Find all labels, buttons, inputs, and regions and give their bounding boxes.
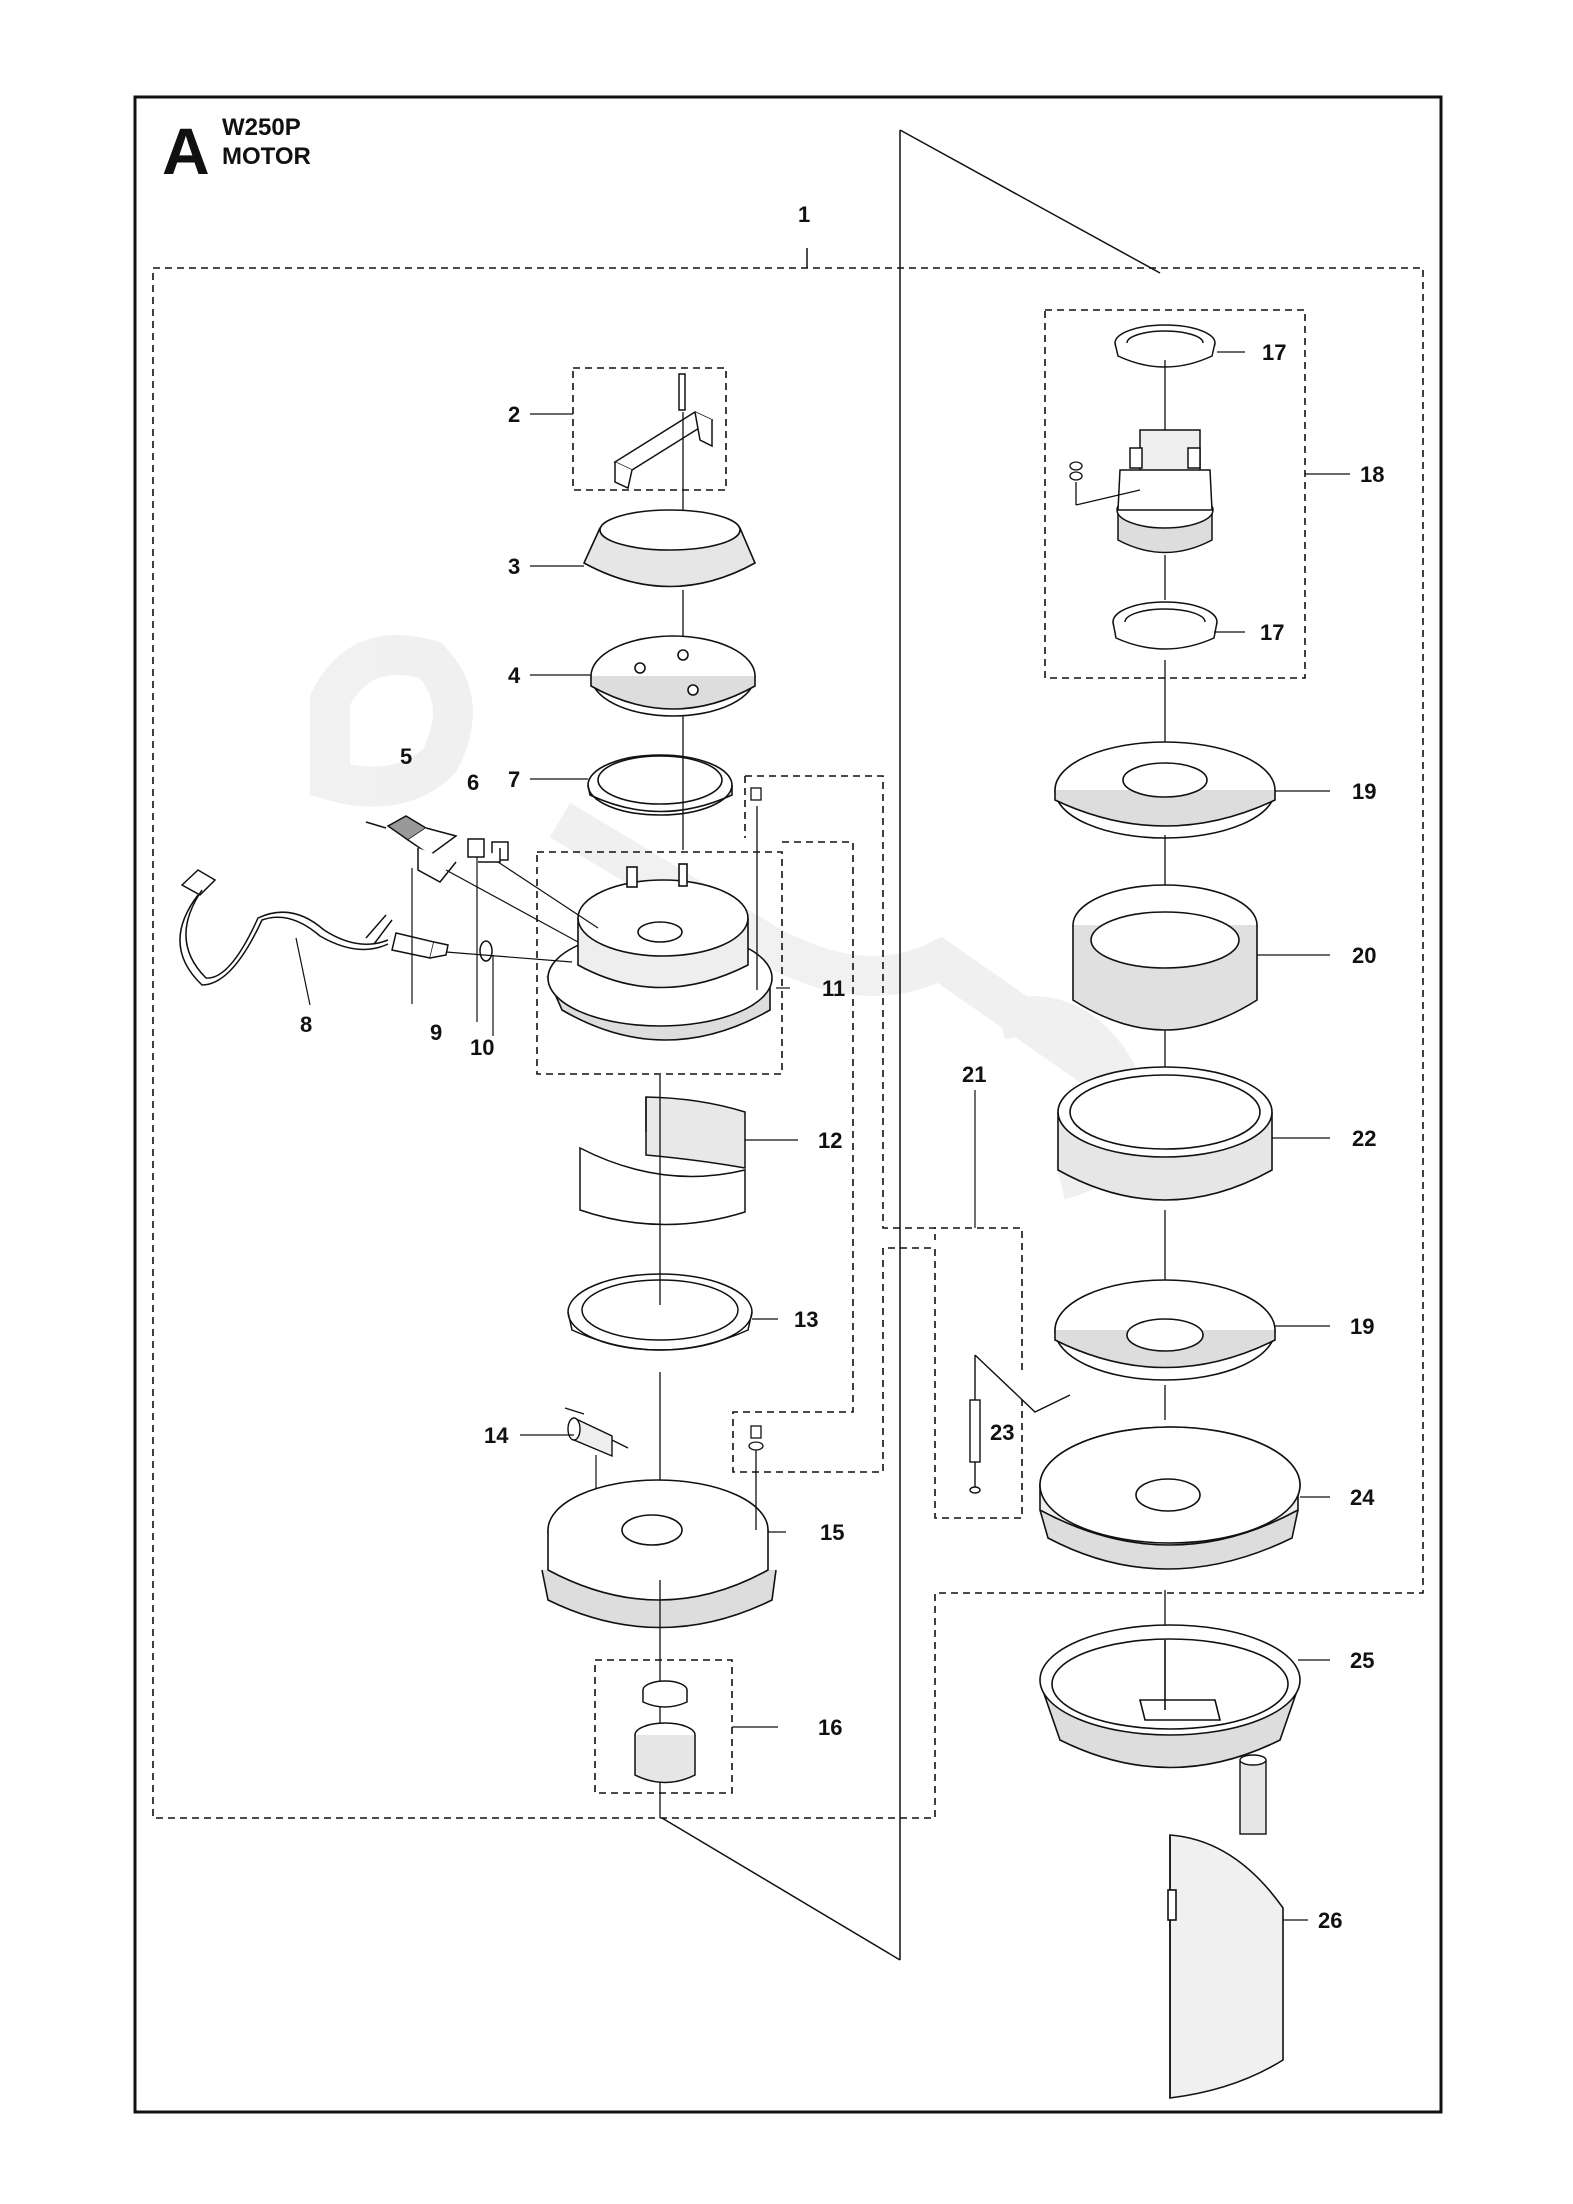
section-letter: A [162, 114, 210, 188]
leader-lines [295, 351, 1350, 1921]
callout-11: 11 [822, 976, 845, 1001]
callout-2: 2 [508, 402, 520, 427]
callout-10: 10 [470, 1035, 494, 1060]
motor-unit-18 [1116, 429, 1214, 554]
ring-part-22 [1057, 1066, 1273, 1201]
shell-part-26 [1167, 1834, 1284, 2099]
cable-part-8 [179, 869, 393, 986]
group-box-18 [1044, 309, 1306, 679]
rod-part-23 [969, 1354, 1071, 1494]
shield-part-12 [579, 1096, 746, 1226]
bowl-part-25 [1039, 1624, 1301, 1769]
page-frame [133, 95, 1443, 2114]
callout-24: 24 [1350, 1485, 1375, 1510]
callout-15: 15 [820, 1520, 844, 1545]
leader-9-11 [445, 951, 573, 963]
connector-part-6 [467, 838, 509, 863]
callout-22: 22 [1352, 1126, 1376, 1151]
capacitor-part-14 [564, 1407, 629, 1458]
callout-23: 23 [990, 1420, 1014, 1445]
diffuser-part-20 [1072, 884, 1258, 1031]
leader-5-11 [445, 869, 579, 943]
housing-part-11 [546, 863, 773, 1041]
callout-20: 20 [1352, 943, 1376, 968]
bushing-part-16 [634, 1680, 696, 1784]
ring-part-7 [587, 754, 733, 816]
switch-part-5 [365, 815, 458, 883]
callout-17a: 17 [1262, 340, 1286, 365]
screw-head-11 [750, 787, 762, 801]
callout-4: 4 [508, 663, 521, 688]
disc-part-19a [1054, 741, 1276, 839]
leader-6-11 [497, 861, 599, 929]
callout-7: 7 [508, 767, 520, 792]
group-box-2 [572, 367, 727, 491]
group-box-16 [594, 1659, 733, 1794]
cover-part-3 [582, 509, 757, 588]
screw-parts-15 [748, 1425, 764, 1530]
callout-26: 26 [1318, 1908, 1342, 1933]
callout-19b: 19 [1350, 1314, 1374, 1339]
float-part-25 [1239, 1754, 1267, 1835]
callout-12: 12 [818, 1128, 842, 1153]
callout-13: 13 [794, 1307, 818, 1332]
callout-9: 9 [430, 1020, 442, 1045]
base-part-15 [541, 1479, 777, 1629]
small-parts-18 [1069, 461, 1141, 506]
callout-3: 3 [508, 554, 520, 579]
disc-part-19b [1054, 1279, 1276, 1381]
ring-part-13 [567, 1273, 753, 1351]
callout-25: 25 [1350, 1648, 1374, 1673]
callout-18: 18 [1360, 462, 1384, 487]
washer-part-10 [479, 940, 493, 962]
callout-14: 14 [484, 1423, 509, 1448]
grommet-part-9 [391, 932, 449, 959]
callout-5: 5 [400, 744, 412, 769]
handle-part-2 [613, 373, 714, 490]
assembly-box-1 [152, 267, 1424, 1819]
callout-21: 21 [962, 1062, 986, 1087]
callout-labels: 1 2 3 4 5 6 7 8 9 10 11 12 13 14 15 16 1… [300, 202, 1384, 1933]
group-box-11 [536, 851, 783, 1075]
group-box-21b [732, 776, 1023, 1519]
seal-ring-17a [1114, 324, 1216, 368]
section-title: MOTOR [222, 143, 311, 170]
callout-16: 16 [818, 1715, 842, 1740]
group-box-21a [745, 775, 936, 1240]
callout-6: 6 [467, 770, 479, 795]
model-title: W250P [222, 114, 301, 141]
callout-8: 8 [300, 1012, 312, 1037]
callout-1: 1 [798, 202, 810, 227]
callout-19a: 19 [1352, 779, 1376, 804]
seal-ring-17b [1112, 601, 1218, 650]
fold-lines [661, 129, 1161, 1961]
lid-part-24 [1039, 1426, 1301, 1570]
plate-part-4 [590, 635, 756, 717]
callout-17b: 17 [1260, 620, 1284, 645]
